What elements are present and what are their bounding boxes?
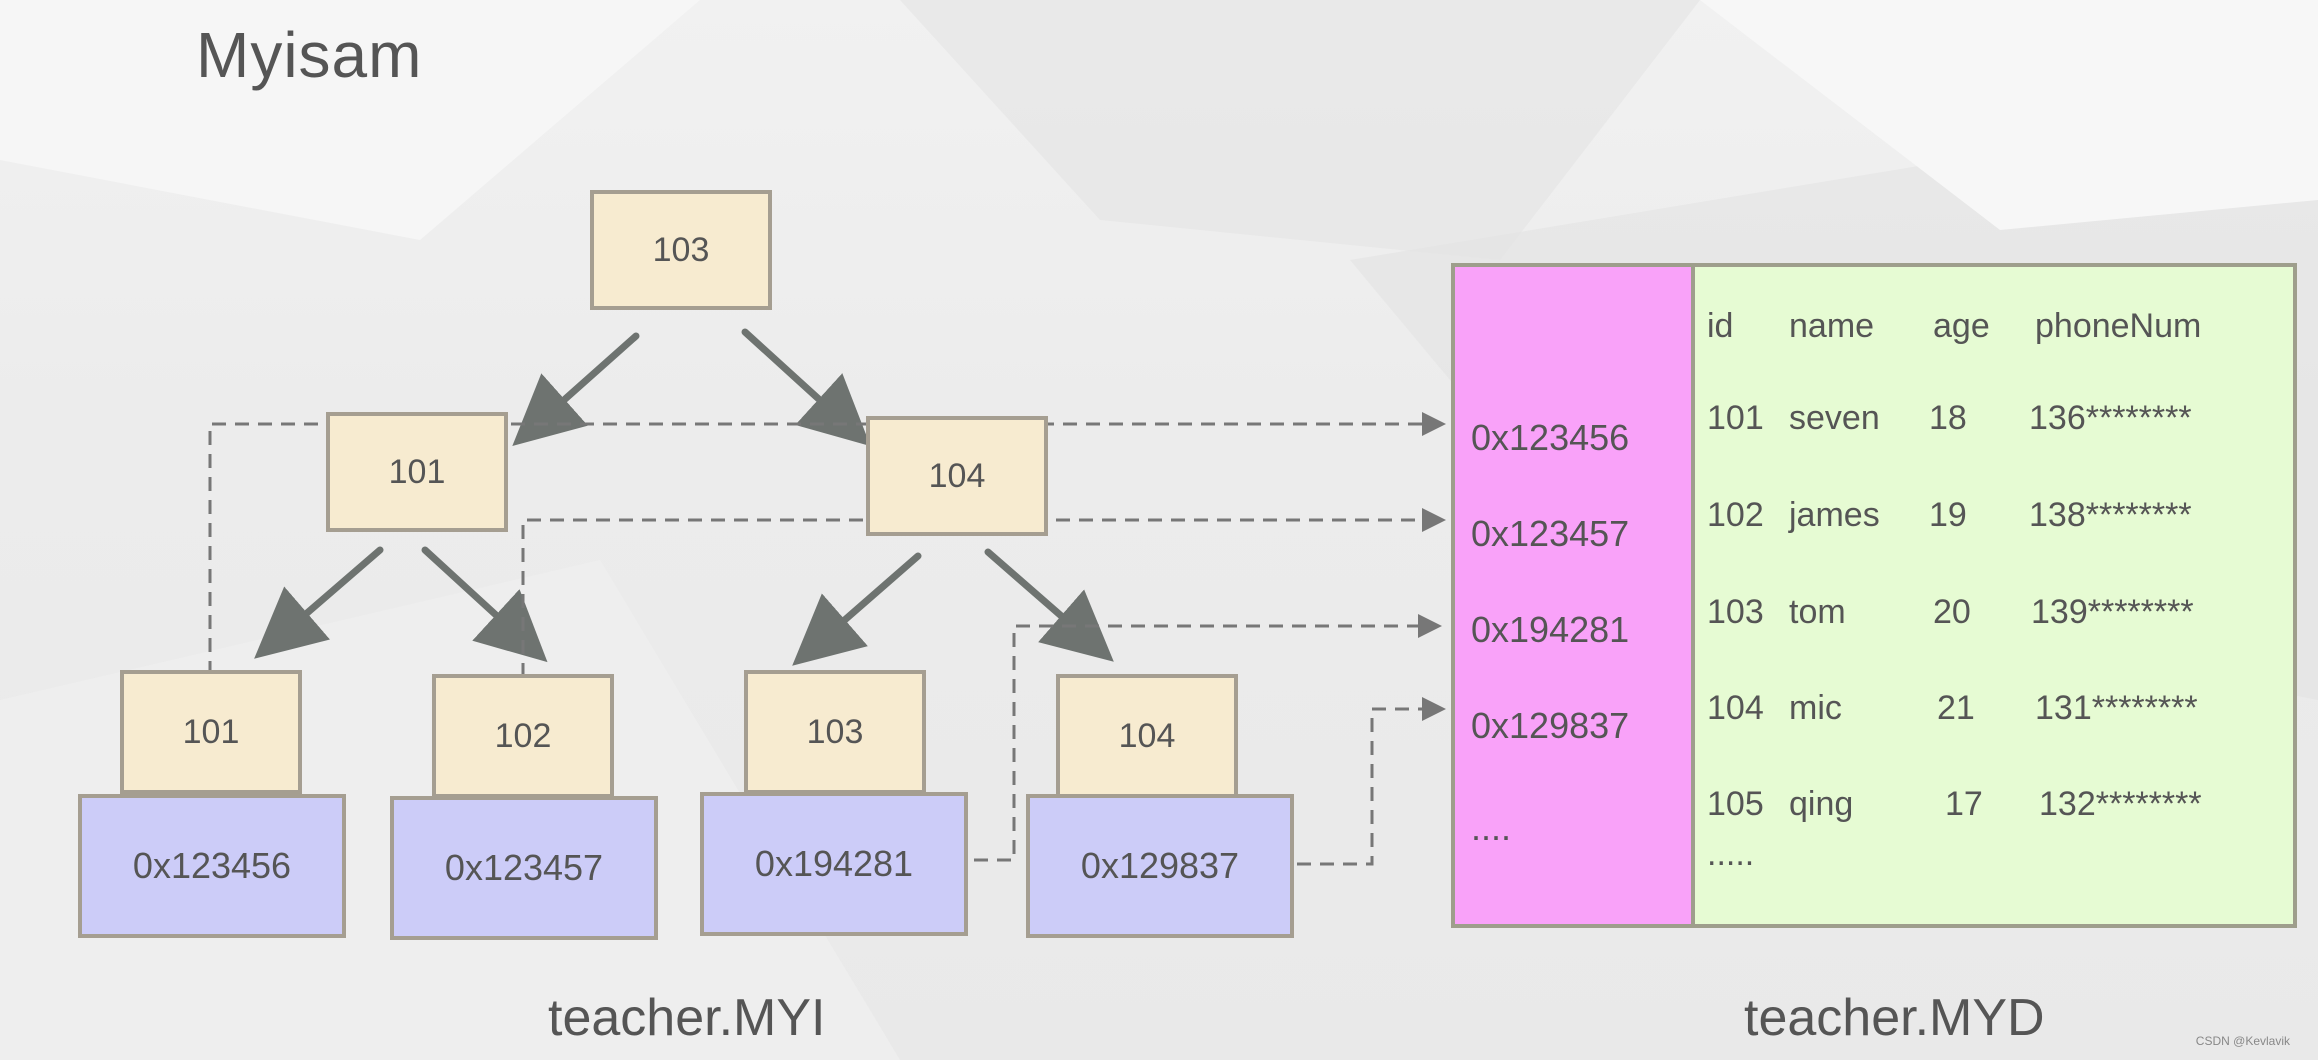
row-cell: 131********: [2035, 689, 2198, 727]
address-0x129837: 0x129837: [1471, 705, 1630, 746]
row-cell: tom: [1789, 593, 1846, 631]
column-header-phonenum: phoneNum: [2035, 307, 2202, 345]
column-header-id: id: [1707, 307, 1734, 345]
leaf-pointer-0x123457: 0x123457: [390, 796, 658, 940]
address-column: 0x123456 0x123457 0x194281 0x129837 ....: [1455, 267, 1695, 924]
row-cell: 139********: [2031, 593, 2194, 631]
row-cell: 18: [1929, 399, 1967, 437]
row-cell: qing: [1789, 785, 1854, 823]
row-cell: mic: [1789, 689, 1842, 727]
pointer-line-0x123457: [521, 508, 1446, 792]
row-cell: 19: [1929, 496, 1967, 534]
row-cell: 138********: [2029, 496, 2192, 534]
row-cell: 103: [1707, 593, 1764, 631]
level1-node-104: 104: [866, 416, 1048, 536]
address-0x123456: 0x123456: [1471, 417, 1630, 458]
data-file-table: 0x123456 0x123457 0x194281 0x129837 ....…: [1451, 263, 2297, 928]
arrow-root-to-104: [741, 328, 871, 447]
page-title: Myisam: [196, 19, 423, 91]
arrow-root-to-101: [512, 332, 640, 446]
rows-column: id name age phoneNum 101 seven 18 136***…: [1695, 267, 2293, 924]
arrow-101-to-101: [254, 546, 384, 659]
address-more: ....: [1471, 807, 1512, 848]
row-cell: 20: [1933, 593, 1971, 631]
root-node: 103: [590, 190, 772, 310]
row-cell: 104: [1707, 689, 1764, 727]
leaf-pointer-0x129837: 0x129837: [1026, 794, 1294, 938]
arrow-104-to-104: [984, 548, 1114, 662]
row-cell: james: [1789, 496, 1880, 534]
column-header-name: name: [1789, 307, 1875, 345]
data-file-caption: teacher.MYD: [1744, 989, 2045, 1047]
row-cell: 102: [1707, 496, 1764, 534]
rows-more: .....: [1707, 835, 1755, 873]
row-cell: 132********: [2039, 785, 2202, 823]
row-cell: 101: [1707, 399, 1764, 437]
address-0x123457: 0x123457: [1471, 513, 1630, 554]
row-cell: 21: [1937, 689, 1975, 727]
row-cell: 17: [1945, 785, 1983, 823]
level1-node-101: 101: [326, 412, 508, 532]
index-file-caption: teacher.MYI: [548, 989, 826, 1047]
row-cell: 136********: [2029, 399, 2192, 437]
arrow-104-to-103: [792, 552, 922, 666]
leaf-pointer-0x123456: 0x123456: [78, 794, 346, 938]
leaf-key-104: 104: [1056, 674, 1238, 798]
row-cell: 105: [1707, 785, 1764, 823]
column-header-age: age: [1933, 307, 1990, 345]
pointer-line-0x194281: [974, 614, 1442, 862]
leaf-key-103: 103: [744, 670, 926, 794]
leaf-pointer-0x194281: 0x194281: [700, 792, 968, 936]
leaf-key-101: 101: [120, 670, 302, 794]
leaf-key-102: 102: [432, 674, 614, 798]
pointer-line-0x129837: [1297, 697, 1446, 866]
credit-watermark: CSDN @Kevlavik: [2195, 1034, 2290, 1048]
arrow-101-to-102: [421, 546, 548, 663]
row-cell: seven: [1789, 399, 1880, 437]
address-0x194281: 0x194281: [1471, 609, 1630, 650]
